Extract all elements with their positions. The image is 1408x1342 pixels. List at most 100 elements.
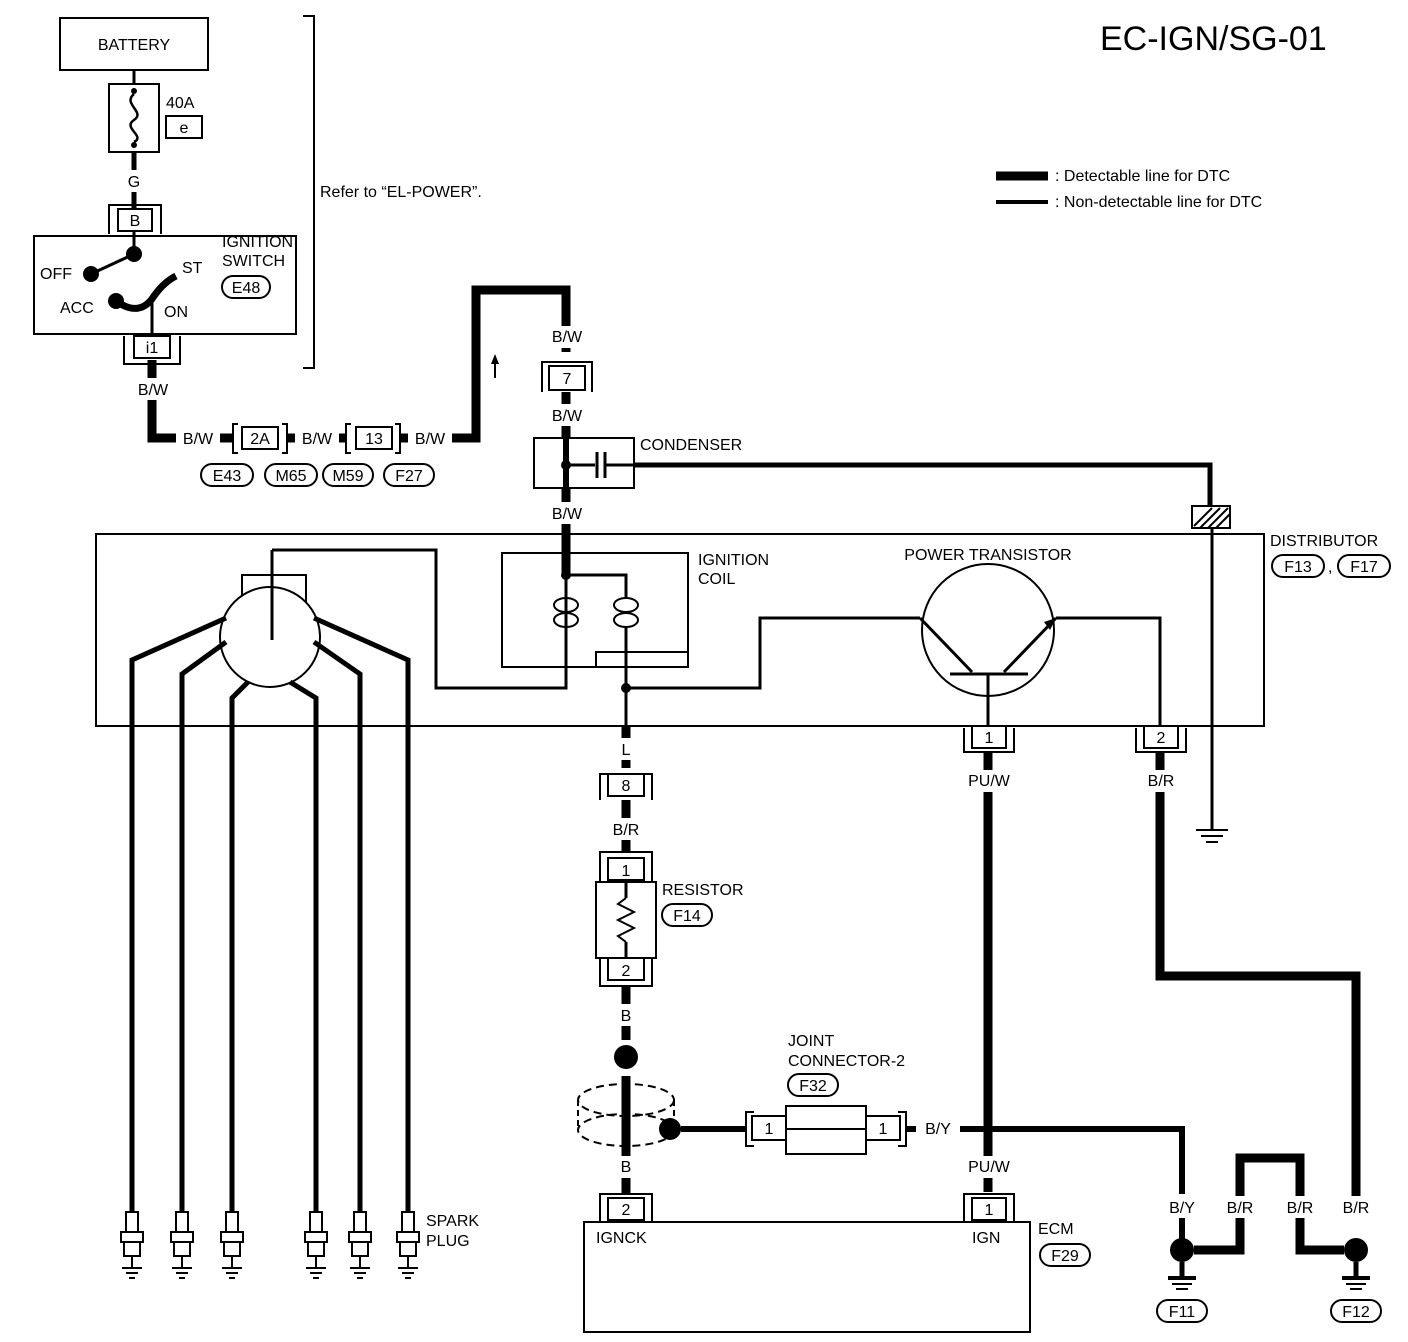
wire-label-bw-1: B/W <box>138 382 169 399</box>
wire-label-br-5: B/R <box>1343 1200 1370 1217</box>
wire-label-br-4: B/R <box>1287 1200 1314 1217</box>
resistor-connector: F14 <box>673 908 701 925</box>
ecm-terminal-ign: IGN <box>972 1230 1000 1247</box>
ground-icon <box>1342 1276 1370 1290</box>
wire-label-b-1: B <box>621 1008 632 1025</box>
distributor-connector-1: F13 <box>1284 559 1312 576</box>
shield-drain-node <box>659 1118 681 1140</box>
condenser-label: CONDENSER <box>640 437 742 454</box>
wire-coil-transistor <box>626 616 920 690</box>
ignition-switch-terminal-i1: i1 <box>146 340 159 357</box>
ground-icon <box>1168 1276 1196 1290</box>
ignition-coil-title-2: COIL <box>698 571 735 588</box>
wire-label-l: L <box>622 742 631 759</box>
harness-connector-ids: E43 M65 M59 F27 <box>200 463 435 487</box>
refer-note: Refer to “EL-POWER”. <box>320 184 482 201</box>
connector-13-label: 13 <box>365 431 383 448</box>
connector-id-f27: F27 <box>395 468 423 485</box>
battery: BATTERY <box>59 17 209 71</box>
wire-label-bw-7: B/W <box>552 506 583 523</box>
resistor-pin-2-label: 2 <box>622 963 631 980</box>
ground-icon <box>1196 829 1228 843</box>
legend-detectable-text: : Detectable line for DTC <box>1055 168 1230 185</box>
ignition-switch-title-1: IGNITION <box>222 234 293 251</box>
wire-label-br-1: B/R <box>1148 773 1175 790</box>
wire-br-ground-link <box>1194 1153 1344 1255</box>
resistor-pin-1-label: 1 <box>622 863 631 880</box>
refer-bracket: Refer to “EL-POWER”. <box>303 15 482 369</box>
legend: : Detectable line for DTC : Non-detectab… <box>996 168 1262 211</box>
legend-non-detectable-text: : Non-detectable line for DTC <box>1055 194 1262 211</box>
spark-plug-icon <box>348 1211 372 1279</box>
spark-plug-wires <box>129 615 411 1212</box>
resistor: 1 2 RESISTOR F14 <box>595 851 744 987</box>
battery-label: BATTERY <box>98 37 171 54</box>
joint-connector-title-2: CONNECTOR-2 <box>788 1053 905 1070</box>
page-title: EC-IGN/SG-01 <box>1100 20 1327 58</box>
fuse-id: e <box>180 120 189 137</box>
power-transistor: POWER TRANSISTOR <box>904 547 1162 730</box>
ignition-switch: B OFF ACC ST ON i1 IGNITION SWITCH E48 <box>33 204 297 365</box>
emitter-arrow-icon <box>1044 618 1056 630</box>
fuse-element-icon <box>129 93 139 144</box>
joint-connector-title-1: JOINT <box>788 1033 834 1050</box>
distributor-connector-2: F17 <box>1350 559 1378 576</box>
fuse: 40A e <box>108 83 203 153</box>
distributor-label: DISTRIBUTOR <box>1270 533 1378 550</box>
joint-pin-left-label: 1 <box>765 1121 774 1138</box>
resistor-label: RESISTOR <box>662 882 744 899</box>
connector-13: 13 <box>345 423 401 454</box>
ecm-terminal-ignck: IGNCK <box>596 1230 647 1247</box>
spark-plug-icon <box>396 1211 420 1279</box>
ignition-switch-title-2: SWITCH <box>222 253 285 270</box>
spark-plug-icon <box>120 1211 144 1279</box>
wire-label-br-3: B/R <box>1227 1200 1254 1217</box>
connector-id-m59: M59 <box>332 468 363 485</box>
fuse-rating: 40A <box>166 95 195 112</box>
joint-connector-id: F32 <box>799 1078 827 1095</box>
ground-network: B/R B/R B/R F11 F12 <box>1156 1153 1382 1323</box>
spark-plug-label-1: SPARK <box>426 1213 479 1230</box>
switch-pos-st: ST <box>182 260 203 277</box>
connector-7-label: 7 <box>563 371 572 388</box>
ecm-connector: F29 <box>1051 1248 1079 1265</box>
ecm: 2 1 IGNCK IGN ECM F29 <box>583 1193 1091 1333</box>
wire-label-puw-2: PU/W <box>968 1159 1011 1176</box>
ignition-switch-connector: E48 <box>232 280 261 297</box>
connector-8-label: 8 <box>622 778 631 795</box>
resistor-zigzag-icon <box>615 897 637 943</box>
distributor-rotor <box>219 548 568 690</box>
shield-icon <box>1191 505 1231 529</box>
wire-label-puw-1: PU/W <box>968 773 1011 790</box>
ground-node-f12 <box>1344 1238 1368 1262</box>
wire-label-b-2: B <box>621 1159 632 1176</box>
ecm-pin-ign: 1 <box>985 1202 994 1219</box>
wire-label-bw-2: B/W <box>183 431 214 448</box>
transistor-pin-2: 2 <box>1135 725 1187 753</box>
power-transistor-label: POWER TRANSISTOR <box>904 547 1071 564</box>
up-arrow-icon <box>491 354 499 378</box>
wire-label-bw-5: B/W <box>552 329 583 346</box>
distributor-connector-sep: , <box>1328 559 1332 576</box>
ground-connector-f12: F12 <box>1342 1304 1370 1321</box>
connector-8: 8 <box>599 773 653 800</box>
spark-plug-icon <box>220 1211 244 1279</box>
wire-label-g: G <box>128 174 140 191</box>
connector-2a: 2A <box>232 423 288 454</box>
spark-plug-icon <box>170 1211 194 1279</box>
joint-pin-right-label: 1 <box>879 1121 888 1138</box>
ecm-pin-ignck: 2 <box>622 1202 631 1219</box>
ignition-coil-title-1: IGNITION <box>698 552 769 569</box>
wire-label-by-2: B/Y <box>1169 1200 1195 1217</box>
wire-label-by-1: B/Y <box>925 1121 951 1138</box>
connector-2a-label: 2A <box>250 431 270 448</box>
ground-node-f11 <box>1170 1238 1194 1262</box>
transistor-pin-1-label: 1 <box>985 730 994 747</box>
ground-connector-f11: F11 <box>1169 1304 1195 1321</box>
condenser: CONDENSER <box>533 437 742 489</box>
connector-7: 7 <box>541 361 593 392</box>
connector-id-m65: M65 <box>275 468 306 485</box>
switch-pos-off: OFF <box>40 266 72 283</box>
wire-br-transistor-ground <box>1155 752 1361 1200</box>
